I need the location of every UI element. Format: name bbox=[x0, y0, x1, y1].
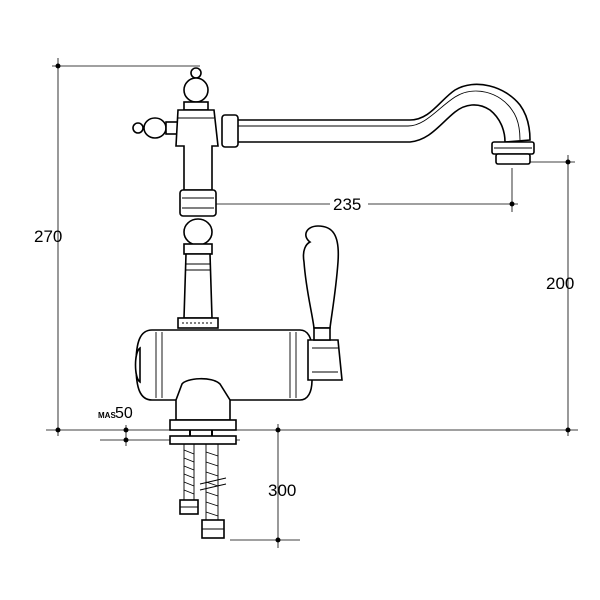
upper-body bbox=[175, 109, 219, 191]
lever-neck bbox=[313, 327, 331, 341]
base-flange bbox=[169, 419, 237, 431]
dimension-lines bbox=[46, 58, 578, 548]
lever-handle bbox=[302, 225, 340, 329]
dim-dot bbox=[123, 427, 129, 433]
dim-label-270: 270 bbox=[34, 227, 62, 246]
valve-end-cap bbox=[134, 346, 141, 384]
hose-break bbox=[199, 477, 227, 491]
finial-ball bbox=[183, 77, 209, 103]
dim-label-max-prefix: MAS bbox=[98, 411, 116, 420]
hose-right-braid bbox=[205, 451, 219, 517]
side-knob-ball bbox=[143, 117, 167, 139]
dim-label-235: 235 bbox=[333, 195, 361, 214]
dim-label-200: 200 bbox=[546, 274, 574, 293]
base-body bbox=[175, 377, 231, 421]
spout-highlight bbox=[226, 90, 521, 141]
finial-base bbox=[183, 101, 209, 111]
dim-label-300: 300 bbox=[268, 481, 296, 500]
hose-left-braid bbox=[183, 449, 195, 495]
lock-washer bbox=[169, 435, 237, 445]
body-collar bbox=[179, 189, 217, 217]
side-knob-tip bbox=[132, 122, 144, 134]
aerator-tip bbox=[495, 153, 531, 165]
faucet bbox=[132, 67, 535, 539]
spout-collar bbox=[221, 114, 239, 148]
dim-dot bbox=[509, 201, 515, 207]
dim-dot bbox=[55, 63, 61, 69]
lever-hub bbox=[307, 339, 343, 381]
middle-ring bbox=[183, 243, 213, 255]
dim-dot bbox=[123, 437, 129, 443]
spout bbox=[225, 83, 531, 143]
dim-dot bbox=[565, 159, 571, 165]
finial-tip bbox=[190, 67, 202, 79]
middle-ball bbox=[183, 218, 213, 246]
dim-dot bbox=[275, 537, 281, 543]
valve-body bbox=[135, 329, 313, 401]
hose-left bbox=[183, 444, 195, 500]
dim-label-50: 50 bbox=[115, 405, 133, 422]
